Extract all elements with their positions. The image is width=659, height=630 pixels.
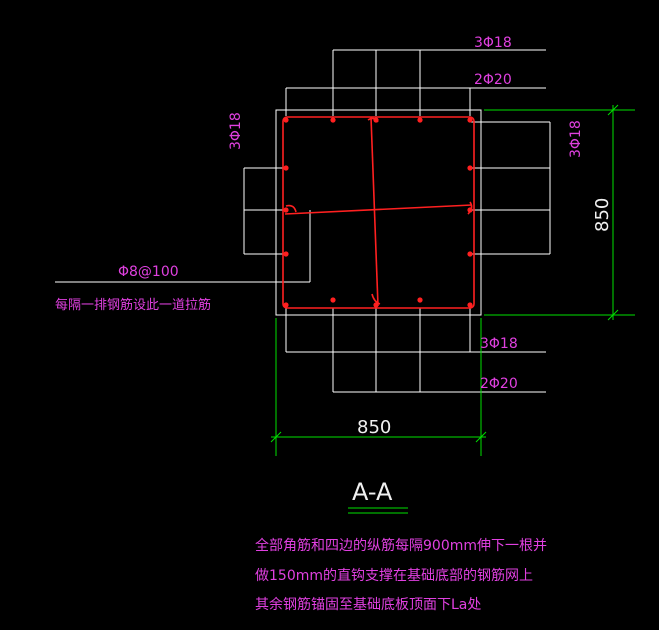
rebar-dot bbox=[417, 297, 423, 303]
tie-horizontal bbox=[284, 204, 473, 215]
rebar-dot bbox=[283, 302, 289, 308]
rebar-dot bbox=[467, 117, 473, 123]
rebar-dot bbox=[283, 251, 289, 257]
dimension-width bbox=[270, 318, 487, 456]
rebar-dot bbox=[417, 117, 423, 123]
right-leaders bbox=[470, 121, 551, 255]
rebar-dot bbox=[467, 251, 473, 257]
stirrup-group bbox=[282, 116, 475, 309]
label-right-side: 3Φ18 bbox=[568, 120, 584, 158]
bottom-leaders bbox=[285, 308, 546, 393]
label-bottom-near: 3Φ18 bbox=[480, 336, 518, 352]
dimension-height-label: 850 bbox=[592, 198, 613, 232]
rebar-dots bbox=[283, 117, 473, 308]
note-line-2: 做150mm的直钩支撑在基础底部的钢筋网上 bbox=[255, 567, 533, 584]
column-outline bbox=[275, 109, 482, 316]
left-leaders bbox=[55, 167, 311, 283]
rebar-dot bbox=[467, 207, 473, 213]
label-bottom-far: 2Φ20 bbox=[480, 376, 518, 392]
rebar-dot bbox=[283, 165, 289, 171]
tie-vertical bbox=[370, 116, 379, 307]
top-leaders bbox=[285, 49, 546, 116]
label-tie: Φ8@100 bbox=[118, 264, 179, 280]
rebar-dot bbox=[373, 117, 379, 123]
label-tie-note: 每隔一排钢筋设此一道拉筋 bbox=[55, 297, 211, 313]
label-left-side: 3Φ18 bbox=[228, 112, 244, 150]
rebar-dot bbox=[467, 165, 473, 171]
rebar-dot bbox=[330, 117, 336, 123]
rebar-dot bbox=[467, 302, 473, 308]
rebar-dot bbox=[283, 207, 289, 213]
outer-stirrup bbox=[282, 116, 475, 309]
section-title: A-A bbox=[352, 478, 393, 506]
dimension-height bbox=[484, 104, 635, 321]
rebar-dot bbox=[283, 117, 289, 123]
rebar-dot bbox=[373, 302, 379, 308]
note-line-3: 其余钢筋锚固至基础底板顶面下La处 bbox=[255, 596, 481, 613]
rebar-dot bbox=[330, 297, 336, 303]
note-line-1: 全部角筋和四边的纵筋每隔900mm伸下一根并 bbox=[255, 537, 547, 554]
dimension-width-label: 850 bbox=[357, 417, 391, 438]
label-top-far: 3Φ18 bbox=[474, 35, 512, 51]
label-top-near: 2Φ20 bbox=[474, 72, 512, 88]
